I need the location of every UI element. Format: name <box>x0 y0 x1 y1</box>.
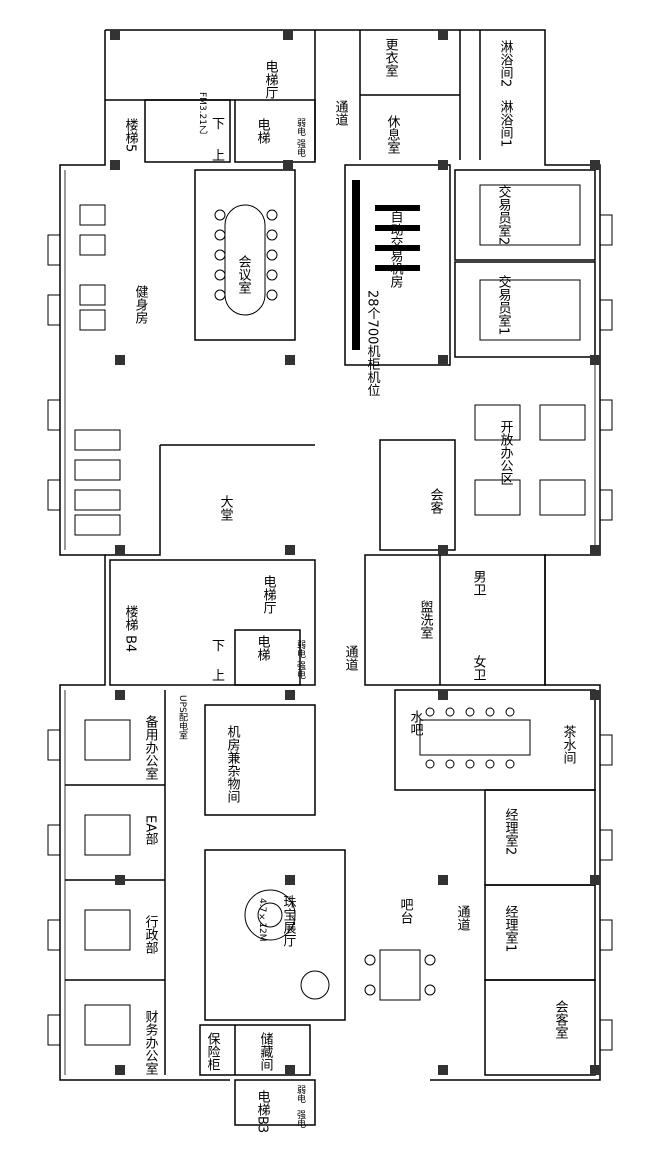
label-ea: EA部 <box>143 815 159 846</box>
label-trader1: 交易员室1 <box>496 274 512 335</box>
label-tea-room: 茶水间 <box>561 724 577 764</box>
label-corridor-low: 通道 <box>455 905 471 931</box>
machine-room-wall <box>204 704 316 816</box>
label-ups: UPS配电室 <box>177 695 188 740</box>
conference-table <box>419 707 531 769</box>
label-open-office: 开放办公区 <box>498 420 514 485</box>
dining-table <box>364 949 436 1001</box>
mark-up-top: 上 <box>212 149 225 164</box>
label-shower1: 淋浴间1 <box>498 100 514 147</box>
label-safe-cabinet: 保险柜 <box>205 1032 221 1071</box>
label-washroom: 盥洗室 <box>418 600 434 639</box>
workstations <box>84 184 586 1046</box>
label-trader2: 交易员室2 <box>496 184 512 245</box>
walls <box>59 29 601 1126</box>
mark-down-top: 下 <box>212 117 225 132</box>
gym-equipment <box>74 204 121 536</box>
label-bar: 吧台 <box>398 898 413 924</box>
label-gym: 健身房 <box>133 285 149 324</box>
label-rest: 休息室 <box>385 115 401 154</box>
label-lift-mid: 电梯 <box>255 635 271 661</box>
label-weak-bottom: 弱电 <box>295 1085 306 1103</box>
label-auto-trade: 自动交易机房 <box>388 210 404 288</box>
windows <box>47 214 613 1051</box>
room-labels: 电梯厅 楼梯5 电梯 弱电 强电 FM3.21乙 通道 更衣室 休息室 淋浴间2… <box>123 38 577 1133</box>
label-water-bar: 水吧 <box>408 710 424 736</box>
label-lift-top: 电梯 <box>255 118 271 144</box>
label-weak-strong-top: 弱电 强电 <box>295 118 306 157</box>
label-fm-top: FM3.21乙 <box>197 92 208 134</box>
wc-block <box>364 554 546 686</box>
label-female-wc: 女卫 <box>471 654 487 681</box>
label-jewelry: 珠宝展厅 <box>281 895 297 947</box>
label-lift-b3: 电梯B3 <box>255 1090 271 1133</box>
label-admin: 行政部 <box>143 915 159 954</box>
label-strong-bottom: 强电 <box>295 1110 306 1128</box>
label-finance: 财务办公室 <box>143 1010 159 1075</box>
meeting-room-wall <box>194 169 296 341</box>
jewelry-hall-wall <box>204 849 346 1021</box>
label-reception: 会客 <box>428 488 444 515</box>
jewelry-display <box>244 889 330 1000</box>
label-lobby: 大堂 <box>218 495 234 521</box>
label-dressing: 更衣室 <box>383 38 399 77</box>
mark-down-mid: 下 <box>212 639 225 654</box>
server-racks <box>352 180 420 350</box>
label-lift-hall-top: 电梯厅 <box>263 60 279 99</box>
mark-up-mid: 上 <box>212 669 225 684</box>
label-corridor-mid: 通道 <box>343 645 359 671</box>
columns <box>110 30 600 1075</box>
label-male-wc: 男卫 <box>471 570 487 596</box>
label-lift-hall-mid: 电梯厅 <box>261 575 277 614</box>
meeting-table <box>214 204 278 316</box>
label-storage: 储藏间 <box>258 1032 274 1071</box>
label-mgr1: 经理室1 <box>503 905 519 952</box>
trade-room-wall <box>344 164 451 366</box>
lift-core-mid <box>109 559 316 686</box>
label-machine-room: 机房兼杂物间 <box>225 725 241 803</box>
label-weak-strong-mid: 弱电 强电 <box>295 640 306 679</box>
label-reception-room: 会客室 <box>553 1000 569 1039</box>
label-meeting: 会议室 <box>236 255 252 294</box>
label-stair-b4: 楼梯 B4 <box>123 605 139 652</box>
label-mgr2: 经理室2 <box>503 808 519 855</box>
label-stair5: 楼梯5 <box>123 118 139 152</box>
lift-core-bottom <box>234 1079 316 1126</box>
label-shower2: 淋浴间2 <box>498 40 514 87</box>
label-machine-note: 28个700机柜机位 <box>365 290 381 397</box>
label-jewelry-size: 4.7×12M <box>257 898 267 942</box>
label-spare-office: 备用办公室 <box>143 714 159 780</box>
label-corridor-top: 通道 <box>333 100 349 126</box>
